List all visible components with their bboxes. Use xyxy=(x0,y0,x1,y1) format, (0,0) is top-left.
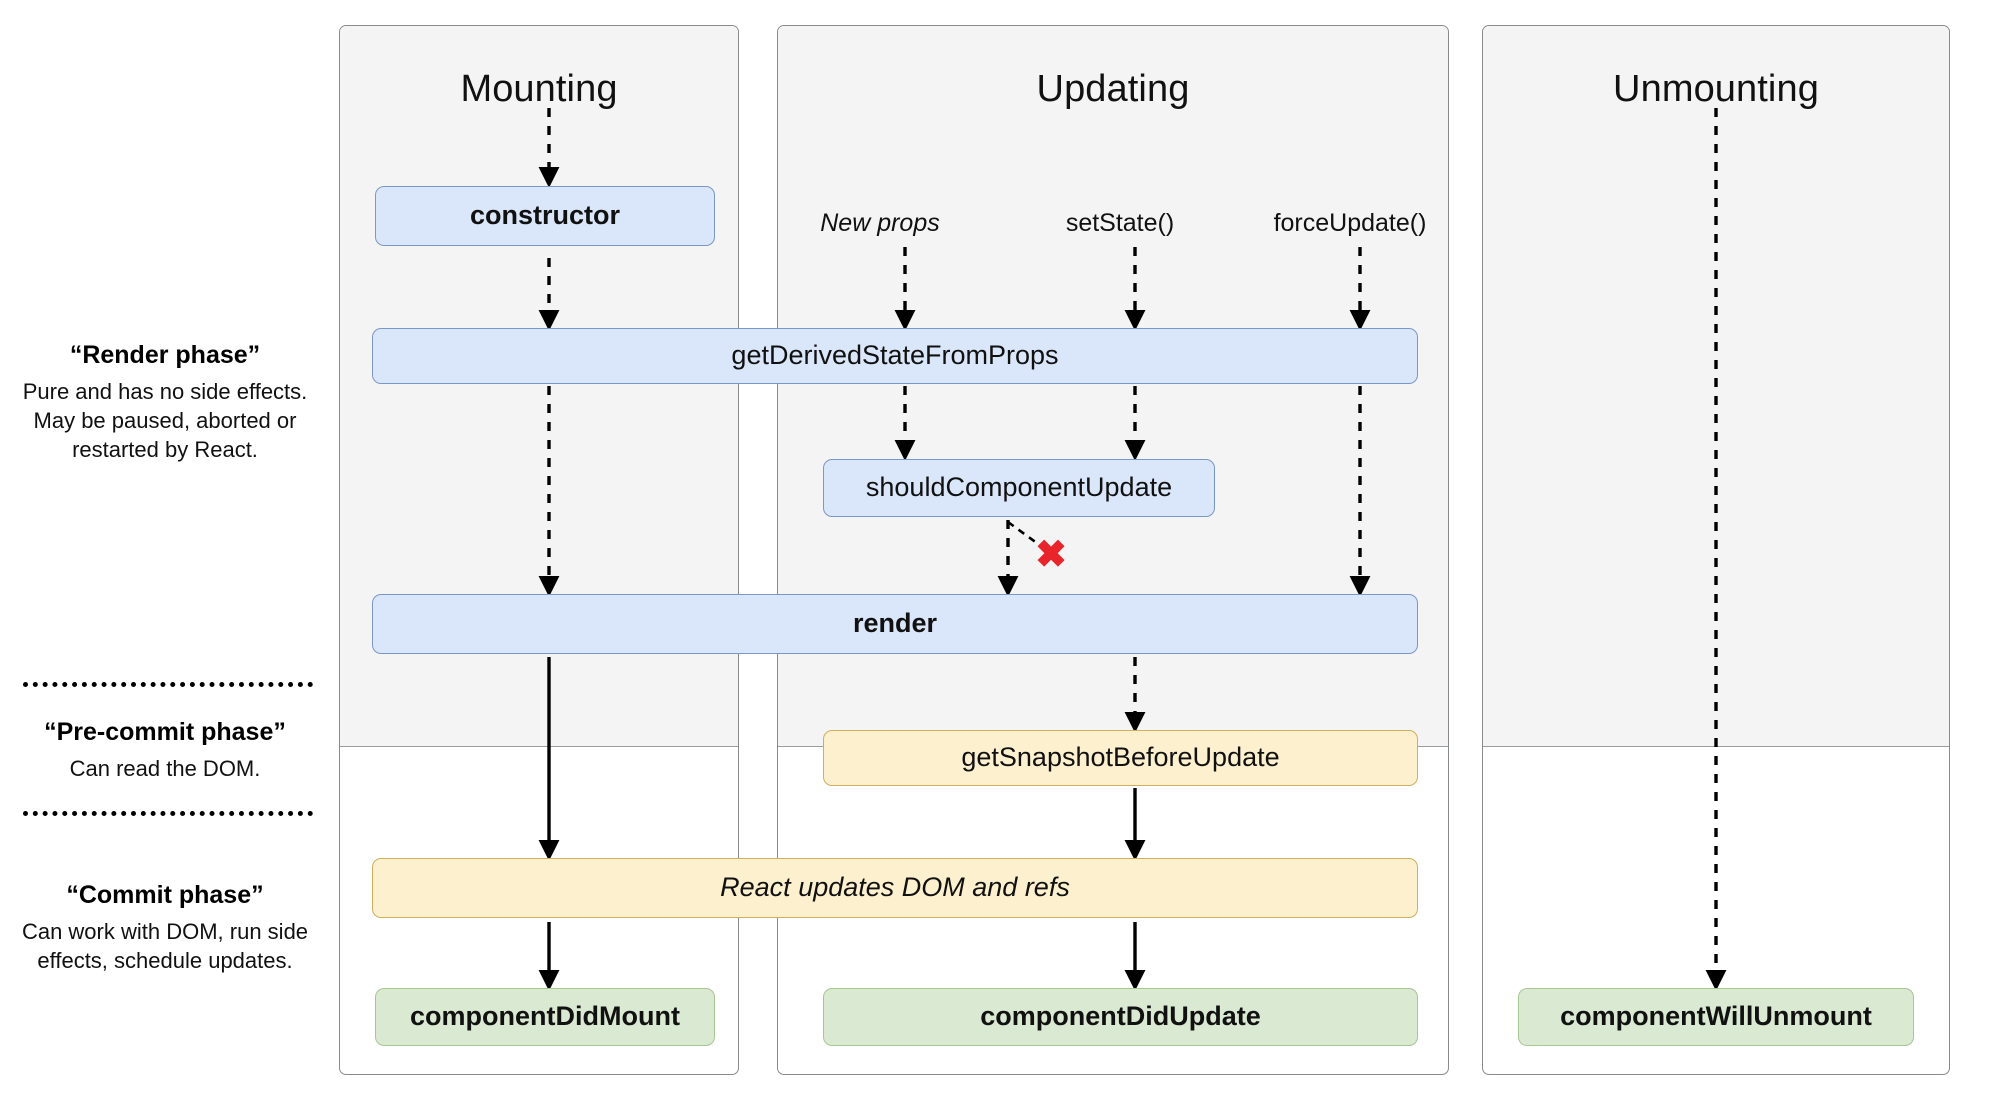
phase-render-title: “Render phase” xyxy=(69,341,261,369)
node-get-snapshot-before-update-label: getSnapshotBeforeUpdate xyxy=(961,742,1280,773)
node-react-updates-dom-and-refs-label: React updates DOM and refs xyxy=(720,872,1070,903)
phase-commit-title: “Commit phase” xyxy=(66,881,264,909)
node-should-component-update-label: shouldComponentUpdate xyxy=(865,472,1173,503)
phase-pre-commit-title: “Pre-commit phase” xyxy=(44,718,286,746)
node-component-will-unmount-label: componentWillUnmount xyxy=(1560,1001,1872,1032)
node-render[interactable]: render xyxy=(372,594,1418,654)
phase-pre-commit-description: Can read the DOM. xyxy=(69,756,261,782)
node-constructor[interactable]: constructor xyxy=(375,186,715,246)
node-component-did-mount[interactable]: componentDidMount xyxy=(375,988,715,1046)
node-get-snapshot-before-update[interactable]: getSnapshotBeforeUpdate xyxy=(823,730,1418,786)
node-should-component-update[interactable]: shouldComponentUpdate xyxy=(823,459,1215,517)
phase-divider-bottom xyxy=(23,811,313,816)
node-component-will-unmount[interactable]: componentWillUnmount xyxy=(1518,988,1914,1046)
node-render-label: render xyxy=(852,608,938,639)
phase-note-commit: “Commit phase” Can work with DOM, run si… xyxy=(10,880,320,975)
trigger-label-new-props: New props xyxy=(820,209,940,237)
phase-render-description: Pure and has no side effects. May be pau… xyxy=(22,379,308,463)
node-constructor-label: constructor xyxy=(469,200,621,231)
phase-commit-description: Can work with DOM, run side effects, sch… xyxy=(21,919,309,974)
phase-divider-top xyxy=(23,682,313,687)
column-mounting-title: Mounting xyxy=(460,68,618,110)
skip-render-x-icon: ✖ xyxy=(1029,533,1073,577)
node-component-did-update-label: componentDidUpdate xyxy=(980,1001,1261,1032)
phase-note-render: “Render phase” Pure and has no side effe… xyxy=(10,340,320,464)
trigger-label-set-state: setState() xyxy=(1065,209,1175,237)
column-updating-title: Updating xyxy=(1036,68,1190,110)
node-react-updates-dom-and-refs[interactable]: React updates DOM and refs xyxy=(372,858,1418,918)
node-get-derived-state-from-props[interactable]: getDerivedStateFromProps xyxy=(372,328,1418,384)
trigger-label-force-update: forceUpdate() xyxy=(1273,209,1427,237)
node-get-derived-state-from-props-label: getDerivedStateFromProps xyxy=(731,340,1059,371)
column-unmounting: Unmounting xyxy=(1482,25,1950,1075)
skip-render-x-glyph: ✖ xyxy=(1035,534,1067,576)
node-component-did-update[interactable]: componentDidUpdate xyxy=(823,988,1418,1046)
column-unmounting-title: Unmounting xyxy=(1613,68,1819,110)
phase-note-pre-commit: “Pre-commit phase” Can read the DOM. xyxy=(10,717,320,783)
node-component-did-mount-label: componentDidMount xyxy=(410,1001,680,1032)
column-unmounting-render-region xyxy=(1483,26,1949,747)
